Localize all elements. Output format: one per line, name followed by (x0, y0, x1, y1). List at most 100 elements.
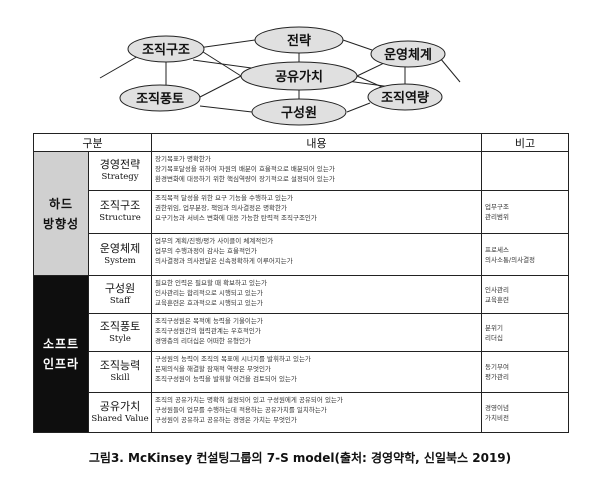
remark-line: 교육훈련 (485, 295, 509, 304)
table-row: 조직풍토 Style 조직구성원은 목적에 능력을 기울이는가 조직구성원간의 … (34, 313, 569, 352)
remark-cell (481, 151, 569, 191)
remark-line: 관리범위 (485, 213, 509, 221)
content-line: 요구기능과 서비스 변화에 대응 가능한 탄력적 조직구조인가 (155, 214, 317, 222)
content-line: 문제의식을 해결할 잠재적 역량은 무엇인가 (155, 365, 271, 373)
content-line: 조직구성원간의 협력관계는 우호적인가 (155, 327, 261, 335)
remark-line: 업무구조 (485, 203, 509, 211)
element-en: Style (109, 333, 131, 344)
remark-line: 의사소통/의사결정 (485, 255, 536, 264)
content-line: 권한위임, 업무분장, 책임과 의사결정은 명확한가 (155, 204, 287, 212)
content-line: 환경변화에 대응하기 위한 핵심역량이 장기적으로 설정되어 있는가 (155, 175, 335, 183)
content-line: 장기목표가 명확한가 (155, 155, 211, 163)
group-label-line: 인프라 (42, 357, 80, 371)
content-line: 조직구성원이 능력을 발휘할 여건을 검토되어 있는가 (155, 375, 297, 383)
header-category: 구분 (33, 133, 152, 152)
remark-line: 리더십 (485, 333, 503, 342)
element-cell: 운영체제 System (88, 233, 152, 276)
remark-cell: 경영이념 가치비전 (481, 392, 569, 433)
node-shared-value-label: 공유가치 (275, 69, 323, 85)
content-line: 구성원들이 업무를 수행하는데 적용하는 공유가치를 일치하는가 (155, 406, 327, 414)
content-line: 필요한 인력은 필요할 때 확보하고 있는가 (155, 279, 267, 287)
content-line: 장기목표달성을 위하여 자원의 배분이 효율적으로 배분되어 있는가 (155, 165, 335, 173)
remark-line: 평가관리 (485, 373, 509, 381)
element-cell: 경영전략 Strategy (88, 151, 152, 191)
content-line: 조직의 공유가치는 명확히 설정되어 있고 구성원에게 공유되어 있는가 (155, 396, 343, 404)
element-en: Shared Value (91, 413, 149, 424)
node-shared-value: 공유가치 (240, 61, 358, 91)
element-ko: 조직능력 (99, 359, 141, 372)
node-culture: 조직풍토 (119, 84, 201, 112)
node-structure: 조직구조 (127, 35, 205, 63)
element-en: Strategy (101, 172, 139, 182)
content-cell: 업무의 계획/진행/평가 사이클이 체계적인가 업무의 수행과정이 감사는 효율… (151, 233, 482, 276)
header-content: 내용 (151, 133, 482, 152)
group-label-line: 하드 (48, 196, 74, 211)
node-strategy: 전략 (254, 26, 344, 54)
node-staff-label: 구성원 (281, 106, 317, 121)
element-ko: 경영전략 (99, 158, 141, 171)
remark-line: 동기부여 (485, 363, 509, 371)
element-en: Structure (99, 213, 141, 223)
element-ko: 공유가치 (99, 399, 141, 413)
content-line: 구성원의 능력이 조직의 목표에 시너지를 발휘하고 있는가 (155, 355, 311, 363)
node-capability: 조직역량 (367, 83, 443, 111)
table-row: 조직구조 Structure 조직목적 달성을 위한 요구 기능을 수행하고 있… (34, 190, 569, 234)
table-header-row: 구분 내용 비고 (33, 133, 569, 152)
remark-line: 프로세스 (485, 245, 509, 254)
content-cell: 조직의 공유가치는 명확히 설정되어 있고 구성원에게 공유되어 있는가 구성원… (151, 392, 482, 433)
remark-line: 인사관리 (485, 285, 509, 294)
node-staff: 구성원 (251, 98, 347, 126)
node-operating-system: 운영체계 (370, 40, 446, 68)
remark-line: 분위기 (485, 323, 503, 332)
remark-cell: 프로세스 의사소통/의사결정 (481, 233, 569, 276)
group-label-line: 방향성 (42, 216, 80, 231)
element-cell: 조직풍토 Style (88, 313, 152, 352)
node-capability-label: 조직역량 (381, 90, 429, 106)
remark-line: 가치비전 (485, 413, 509, 422)
seven-s-diagram: 전략 조직구조 운영체계 공유가치 조직풍토 조직역량 구성원 (99, 26, 461, 126)
content-line: 업무의 계획/진행/평가 사이클이 체계적인가 (155, 237, 274, 245)
table-row: 운영체제 System 업무의 계획/진행/평가 사이클이 체계적인가 업무의 … (34, 233, 569, 276)
node-culture-label: 조직풍토 (136, 91, 184, 107)
content-line: 조직목적 달성을 위한 요구 기능을 수행하고 있는가 (155, 194, 293, 202)
element-ko: 운영체제 (99, 241, 141, 255)
content-line: 교육훈련은 효과적으로 시행되고 있는가 (155, 299, 263, 307)
element-ko: 구성원 (104, 281, 136, 295)
remark-cell: 동기부여 평가관리 (481, 351, 569, 393)
content-cell: 필요한 인력은 필요할 때 확보하고 있는가 인사관리는 합리적으로 시행되고 … (151, 275, 482, 314)
figure-caption: 그림3. McKinsey 컨설팅그룹의 7-S model(출처: 경영약학,… (88, 451, 512, 465)
content-line: 구성원이 공유하고 공유하는 경영은 가치는 무엇인가 (155, 416, 297, 424)
node-strategy-label: 전략 (287, 33, 311, 49)
group-label-line: 소프트 (42, 337, 80, 351)
content-line: 의사결정과 의사전달은 신속정확하게 이루어지는가 (155, 257, 293, 265)
content-line: 경영층의 리더십은 어떠한 유형인가 (155, 337, 251, 345)
content-cell: 장기목표가 명확한가 장기목표달성을 위하여 자원의 배분이 효율적으로 배분되… (151, 151, 482, 191)
table-row: 조직능력 Skill 구성원의 능력이 조직의 목표에 시너지를 발휘하고 있는… (34, 351, 569, 393)
node-operating-system-label: 운영체계 (384, 48, 432, 63)
remark-line: 경영이념 (485, 403, 509, 412)
element-ko: 조직구조 (99, 199, 141, 212)
element-en: System (104, 255, 136, 266)
content-line: 업무의 수행과정이 감사는 효율적인가 (155, 247, 257, 255)
content-cell: 구성원의 능력이 조직의 목표에 시너지를 발휘하고 있는가 문제의식을 해결할… (151, 351, 482, 393)
element-cell: 조직구조 Structure (88, 190, 152, 234)
element-ko: 조직풍토 (99, 319, 141, 333)
element-en: Skill (110, 373, 130, 383)
element-cell: 공유가치 Shared Value (88, 392, 152, 433)
remark-cell: 인사관리 교육훈련 (481, 275, 569, 314)
content-line: 조직구성원은 목적에 능력을 기울이는가 (155, 317, 263, 325)
element-en: Staff (109, 295, 131, 306)
content-cell: 조직구성원은 목적에 능력을 기울이는가 조직구성원간의 협력관계는 우호적인가… (151, 313, 482, 352)
node-structure-label: 조직구조 (142, 42, 190, 58)
header-remarks: 비고 (481, 133, 569, 152)
element-cell: 조직능력 Skill (88, 351, 152, 393)
element-cell: 구성원 Staff (88, 275, 152, 314)
remark-cell: 업무구조 관리범위 (481, 190, 569, 234)
